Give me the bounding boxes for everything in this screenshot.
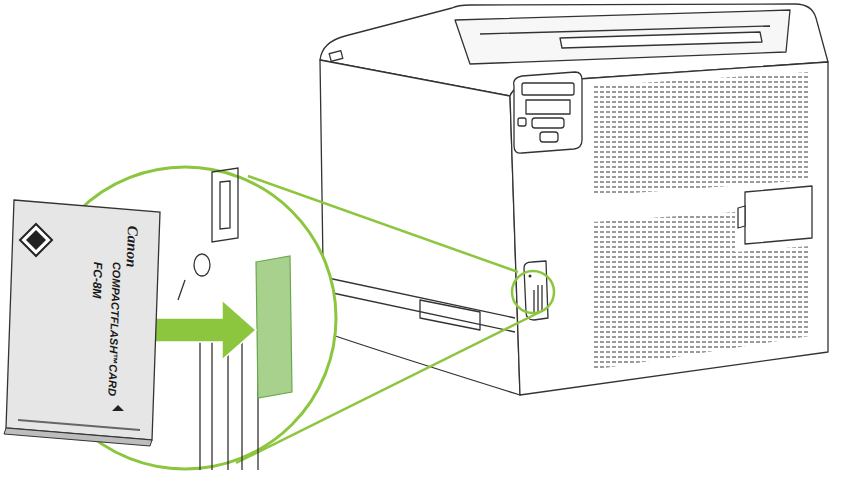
insert-arrow — [150, 300, 256, 360]
brand-name: Canon — [124, 225, 140, 267]
vent-grille — [592, 72, 810, 196]
card-model: FC-8M — [91, 262, 104, 299]
card-slot-highlight — [256, 256, 292, 398]
compactflash-card — [4, 200, 160, 446]
printer-body — [320, 4, 828, 395]
vent-grille — [592, 212, 810, 370]
